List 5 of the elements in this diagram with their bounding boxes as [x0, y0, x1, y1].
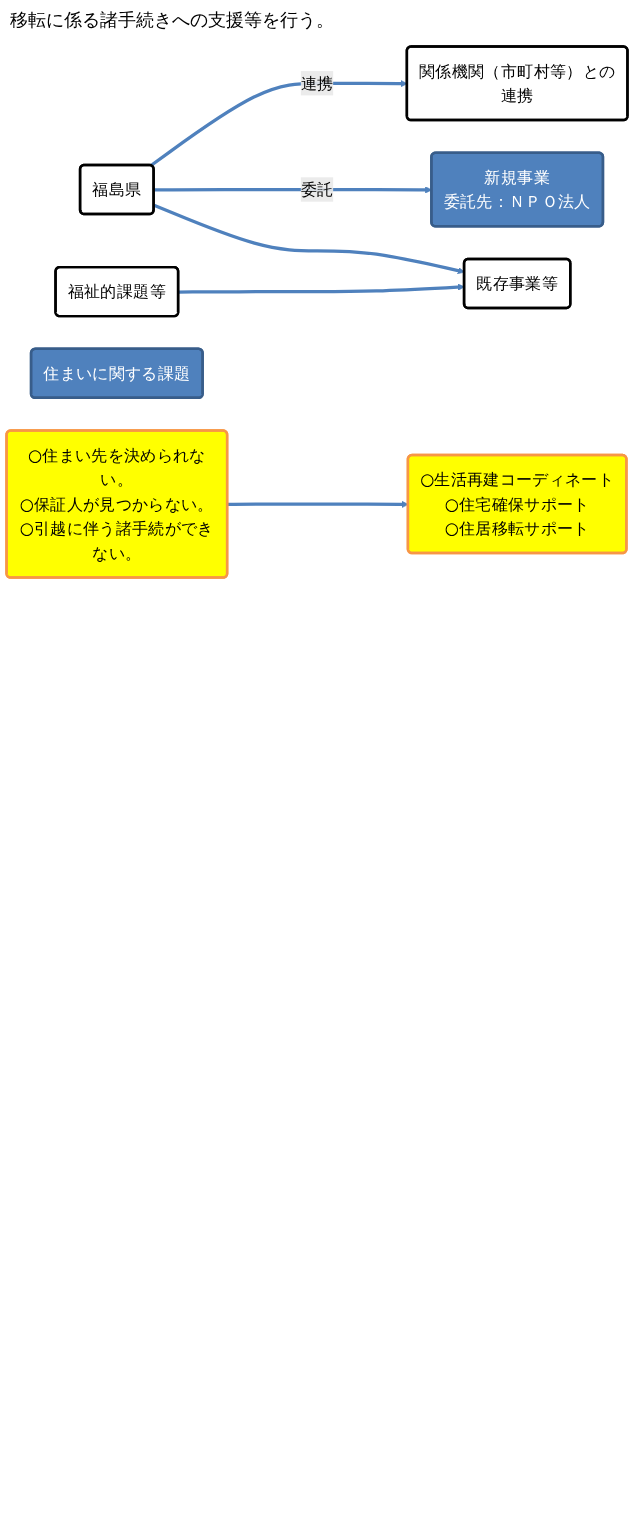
- note-text: 移転に係る諸手続きへの支援等を行う。: [10, 8, 335, 32]
- arrow: [178, 283, 465, 294]
- arrow: [153, 203, 465, 275]
- edge-label: 委託: [300, 179, 334, 200]
- edge-label: 連携: [300, 73, 334, 94]
